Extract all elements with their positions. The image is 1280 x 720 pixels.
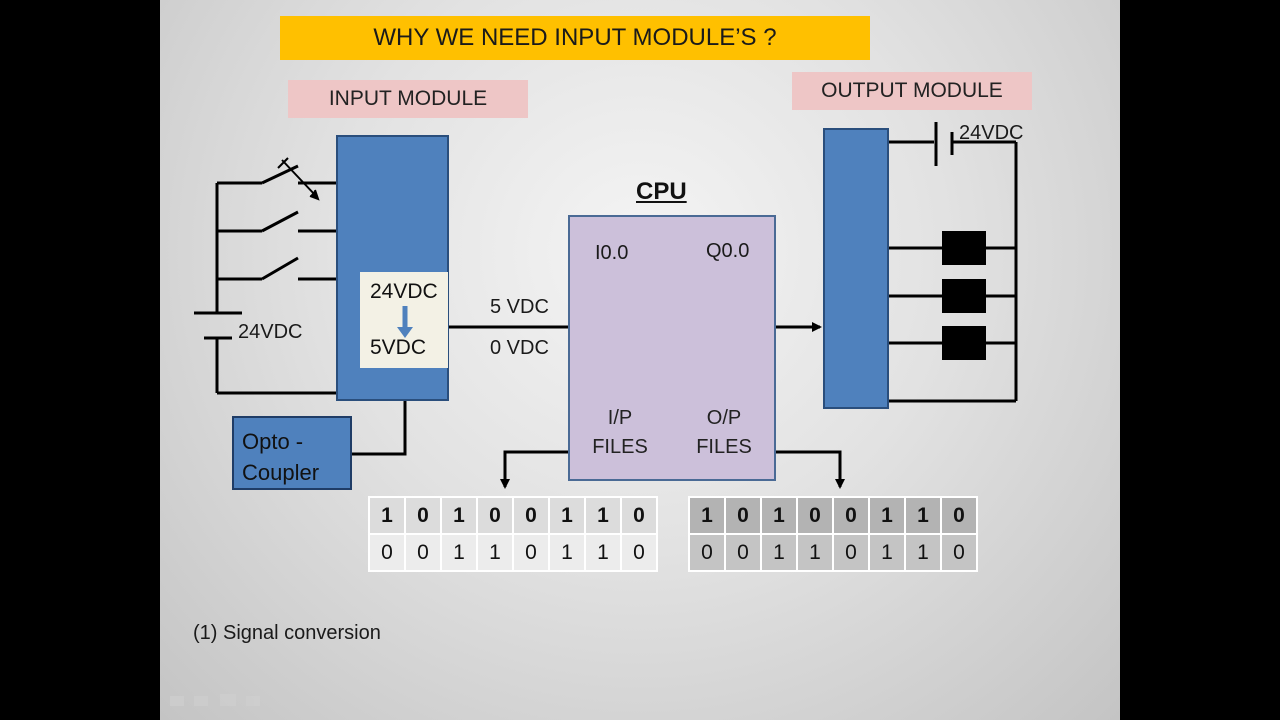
bit-cell: 0 (832, 533, 870, 572)
ip-files: I/P FILES (570, 404, 670, 462)
bit-cell: 1 (440, 496, 478, 535)
bit-cell: 1 (760, 533, 798, 572)
cpu-block (568, 215, 776, 481)
bit-cell: 1 (688, 496, 726, 535)
bit-cell: 1 (548, 533, 586, 572)
opto-coupler-block: Opto - Coupler (232, 416, 352, 490)
output-supply-voltage: 24VDC (959, 122, 1024, 144)
signal-low-label: 0 VDC (490, 337, 549, 359)
output-module-block (823, 128, 889, 409)
table-row: 1 0 1 0 0 1 1 0 (688, 496, 978, 535)
bit-cell: 0 (620, 533, 658, 572)
bit-cell: 0 (796, 496, 834, 535)
converter-input-voltage: 24VDC (370, 280, 438, 303)
table-row: 1 0 1 0 0 1 1 0 (368, 496, 658, 535)
slideshow-toolbar (170, 694, 260, 706)
selector-switch-arrow (277, 157, 320, 201)
bit-cell: 0 (404, 496, 442, 535)
bit-cell: 1 (584, 496, 622, 535)
table-row: 0 0 1 1 0 1 1 0 (688, 533, 978, 572)
output-image-table: 1 0 1 0 0 1 1 0 0 0 1 1 0 1 1 0 (688, 496, 978, 572)
ladder-output-address: Q0.0 (706, 240, 750, 262)
wiring-diagram (170, 122, 1018, 706)
caption: (1) Signal conversion (193, 622, 381, 644)
op-files-line1: O/P (706, 407, 742, 429)
bit-cell: 1 (868, 496, 906, 535)
slide-title: WHY WE NEED INPUT MODULE’S ? (280, 16, 870, 60)
bit-cell: 0 (724, 496, 762, 535)
op-files-line2: FILES (696, 436, 752, 458)
bit-cell: 0 (476, 496, 514, 535)
signal-high-label: 5 VDC (490, 296, 549, 318)
cpu-title: CPU (636, 178, 687, 205)
ip-files-line1: I/P (607, 407, 633, 429)
bit-cell: 0 (724, 533, 762, 572)
converter-arrow-icon (397, 306, 413, 338)
bit-cell: 1 (584, 533, 622, 572)
bit-cell: 1 (760, 496, 798, 535)
bit-cell: 0 (512, 496, 550, 535)
bit-cell: 1 (796, 533, 834, 572)
bit-cell: 0 (832, 496, 870, 535)
bit-cell: 1 (904, 496, 942, 535)
output-loads (942, 231, 986, 360)
opto-label-line2: Coupler (242, 460, 320, 485)
bit-cell: 0 (404, 533, 442, 572)
bit-cell: 1 (440, 533, 478, 572)
bit-cell: 1 (368, 496, 406, 535)
input-field-wiring (194, 164, 845, 489)
voltage-converter: 24VDC 5VDC (360, 272, 448, 368)
ladder-input-address: I0.0 (595, 242, 629, 264)
table-row: 0 0 1 1 0 1 1 0 (368, 533, 658, 572)
input-image-table: 1 0 1 0 0 1 1 0 0 0 1 1 0 1 1 0 (368, 496, 658, 572)
bit-cell: 0 (512, 533, 550, 572)
input-supply-voltage: 24VDC (238, 321, 303, 343)
output-module-label: OUTPUT MODULE (792, 72, 1032, 110)
bit-cell: 0 (940, 533, 978, 572)
bit-cell: 0 (368, 533, 406, 572)
bit-cell: 0 (620, 496, 658, 535)
opto-label-line1: Opto - (242, 429, 304, 454)
bit-cell: 1 (548, 496, 586, 535)
bit-cell: 0 (688, 533, 726, 572)
bit-cell: 0 (940, 496, 978, 535)
input-module-label: INPUT MODULE (288, 80, 528, 118)
converter-output-voltage: 5VDC (370, 336, 427, 359)
bit-cell: 1 (904, 533, 942, 572)
op-files: O/P FILES (674, 404, 774, 462)
ip-files-line2: FILES (592, 436, 648, 458)
bit-cell: 1 (868, 533, 906, 572)
bit-cell: 1 (476, 533, 514, 572)
slide: WHY WE NEED INPUT MODULE’S ? INPUT MODUL… (160, 0, 1120, 720)
